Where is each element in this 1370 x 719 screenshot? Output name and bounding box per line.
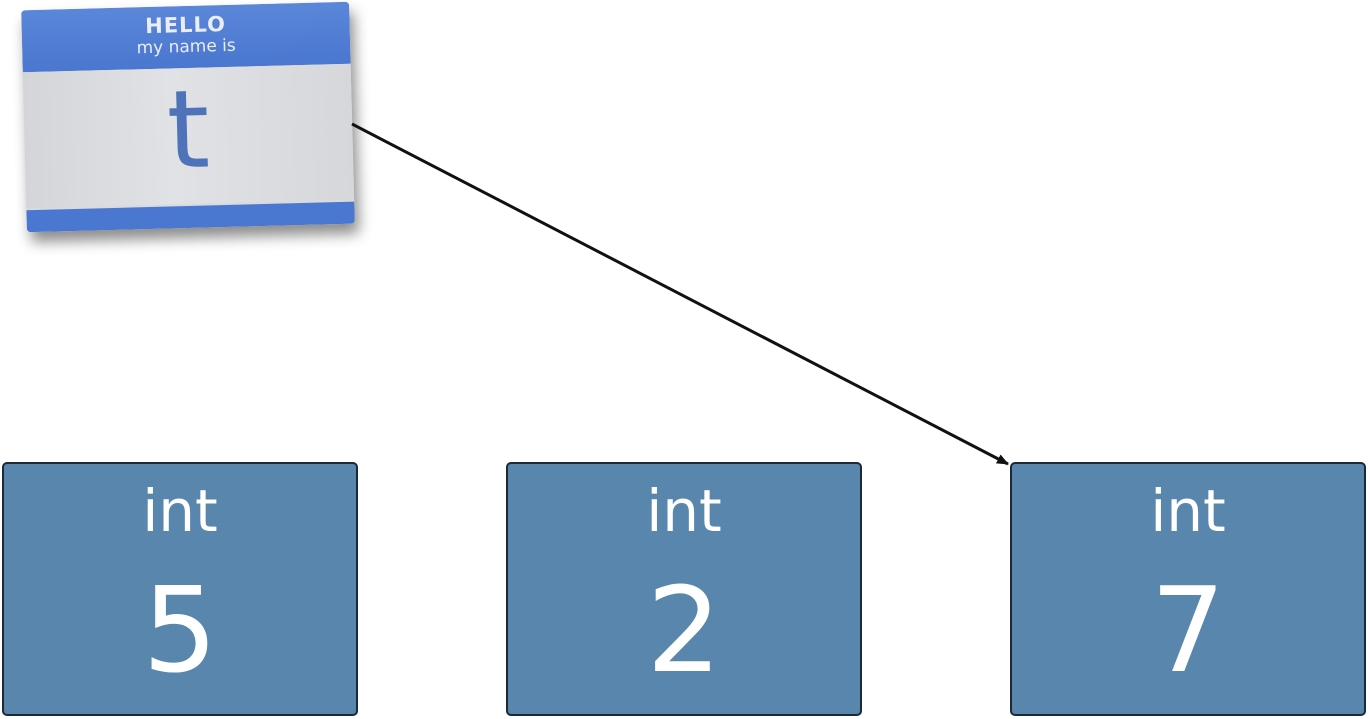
reference-arrow	[351, 122, 1009, 466]
object-value: 5	[142, 561, 218, 699]
int-object-box-5: int 5	[2, 462, 358, 716]
int-object-box-7: int 7	[1010, 462, 1366, 716]
object-type-label: int	[1150, 477, 1226, 545]
object-type-label: int	[646, 477, 722, 545]
int-object-box-2: int 2	[506, 462, 862, 716]
object-type-label: int	[142, 477, 218, 545]
object-value: 2	[646, 561, 722, 699]
name-tag-label: HELLO my name is t	[21, 1, 355, 233]
object-value: 7	[1150, 561, 1226, 699]
variable-name: t	[165, 67, 212, 194]
